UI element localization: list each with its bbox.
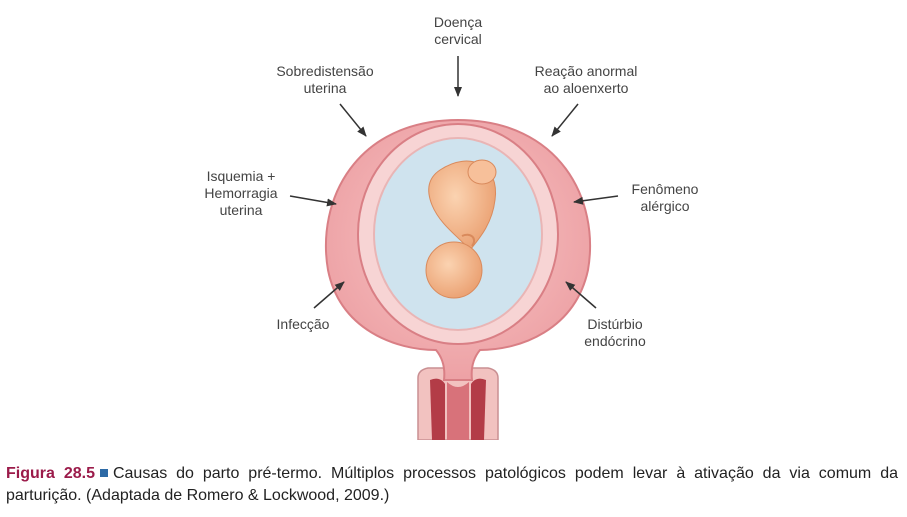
label-disturbio-endocrino: Distúrbio endócrino xyxy=(584,316,646,349)
uterus-diagram: Doença cervical Sobredistensão uterina R… xyxy=(204,14,699,441)
arrow-right xyxy=(573,195,619,205)
arrows xyxy=(289,56,619,309)
label-isquemia-hemorragia: Isquemia + Hemorragia uterina xyxy=(204,168,278,218)
diagram-svg xyxy=(289,56,619,441)
label-reacao-anormal: Reação anormal ao aloenxerto xyxy=(534,63,638,96)
label-sobredistensao-uterina: Sobredistensão uterina xyxy=(276,63,374,96)
arrow-bottom-right xyxy=(565,281,597,309)
label-doenca-cervical: Doença cervical xyxy=(433,14,483,47)
label-infeccao: Infecção xyxy=(276,316,330,332)
fetus xyxy=(425,159,497,299)
cervix xyxy=(417,367,499,441)
caption-text: Causas do parto pré-termo. Múltiplos pro… xyxy=(6,465,898,504)
arrow-top-right xyxy=(551,103,579,137)
arrow-bottom-left xyxy=(313,281,345,309)
figure-number: Figura 28.5 xyxy=(6,465,95,482)
label-fenomeno-alergico: Fenômeno alérgico xyxy=(631,181,699,214)
caption-bullet-icon xyxy=(99,469,108,478)
arrow-top-left xyxy=(339,103,367,137)
arrow-left xyxy=(289,195,337,207)
